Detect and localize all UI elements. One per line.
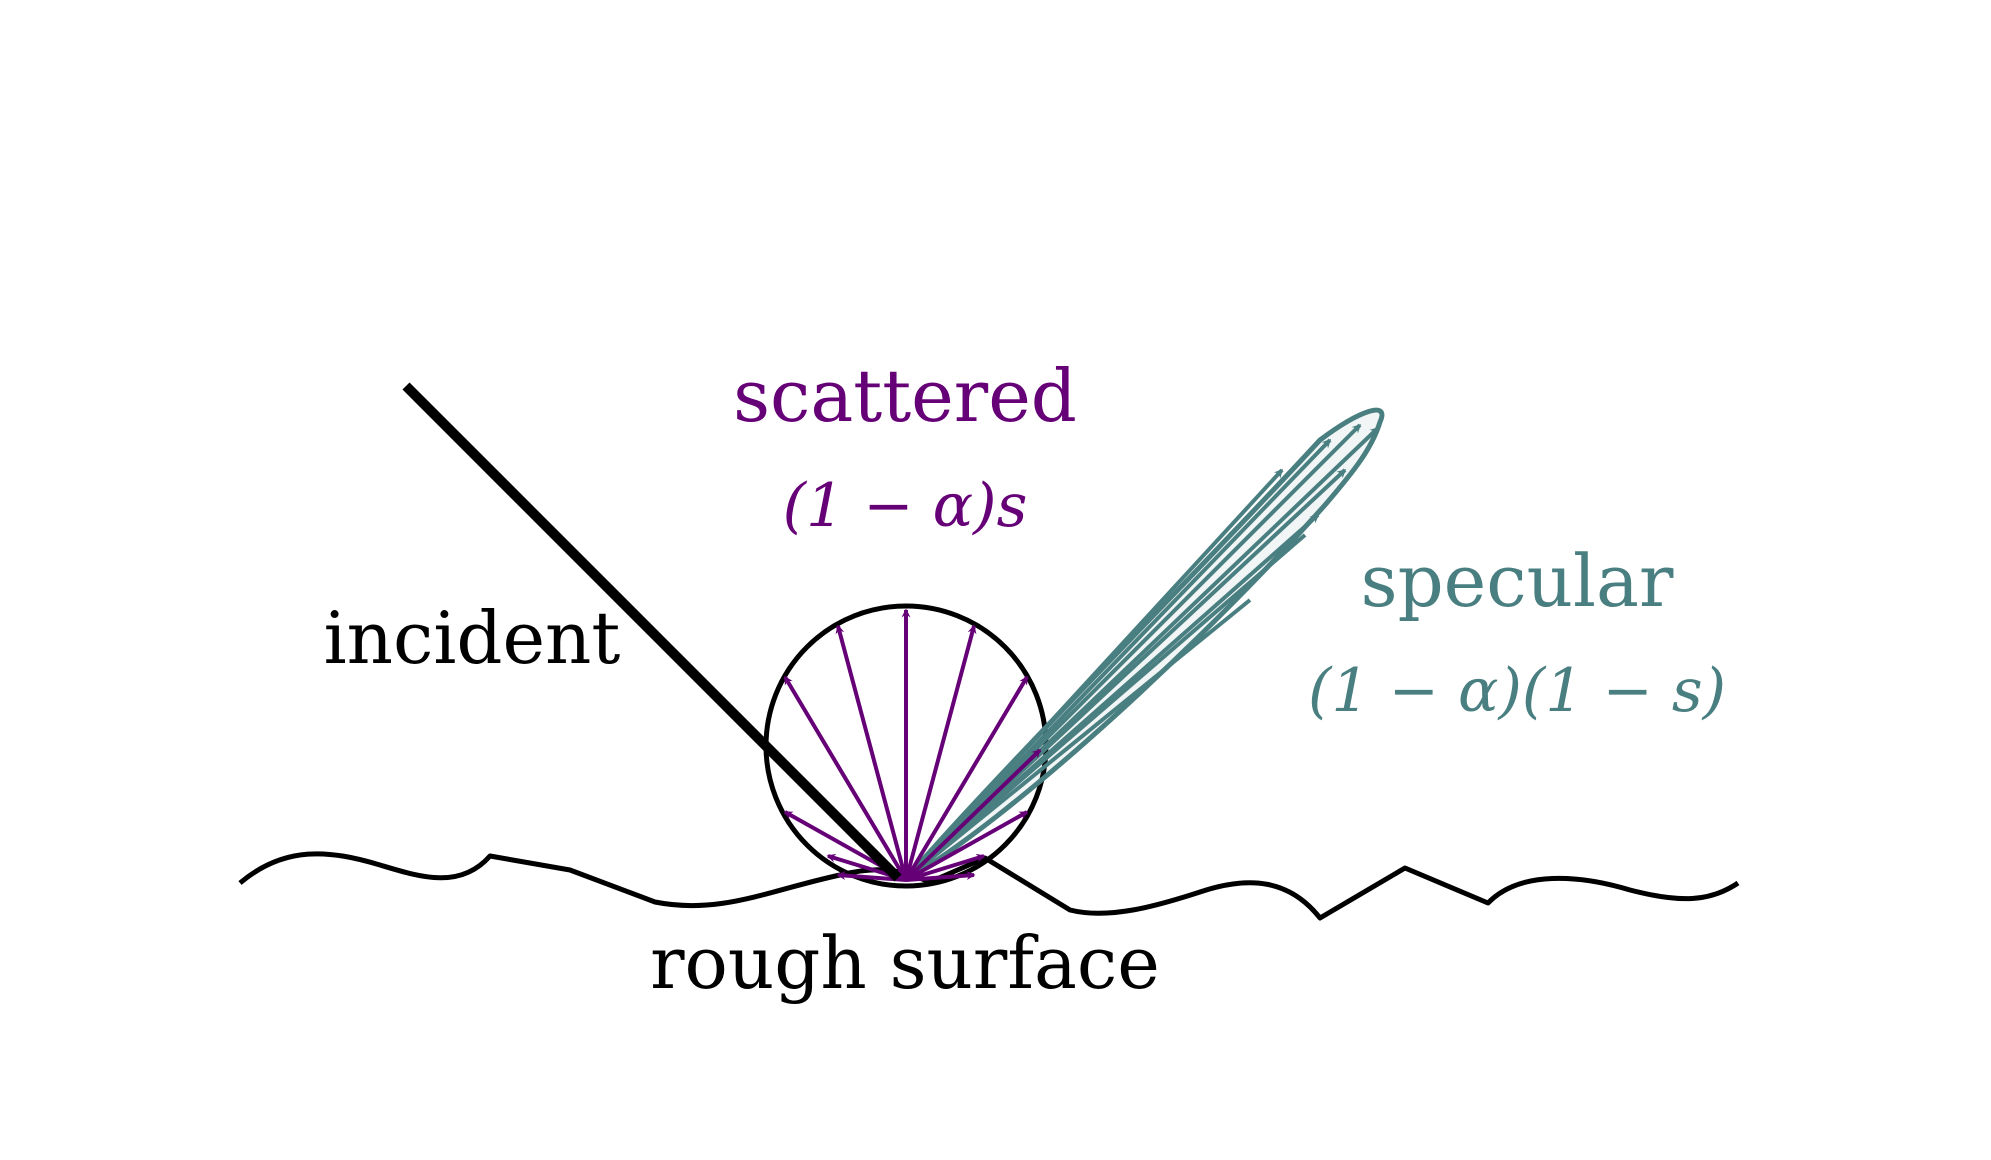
specular-ray [903, 533, 1307, 882]
incident-ray [402, 382, 902, 882]
incident-label: incident [324, 596, 621, 680]
specular-formula: (1 − α)(1 − s) [1308, 656, 1726, 726]
scattered-label: scattered [733, 354, 1077, 438]
scattered-ray [905, 853, 986, 882]
specular-lobe [903, 407, 1385, 883]
scattered-ray [904, 624, 977, 881]
surface-label: rough surface [650, 921, 1160, 1005]
specular-ray [903, 468, 1284, 882]
scattered-formula: (1 − α)s [783, 471, 1028, 541]
scattered-rays [783, 608, 1042, 882]
scattered-ray [905, 871, 976, 882]
rough-surface-line [238, 851, 1740, 921]
specular-label: specular [1361, 539, 1674, 623]
scattered-ray [905, 810, 1029, 882]
specular-ray [903, 598, 1252, 882]
scattered-ray [835, 624, 908, 881]
scattered-ray [904, 675, 1029, 882]
specular-ray [903, 423, 1362, 882]
scattered-ray [904, 748, 1042, 882]
scattered-ray [783, 675, 908, 882]
